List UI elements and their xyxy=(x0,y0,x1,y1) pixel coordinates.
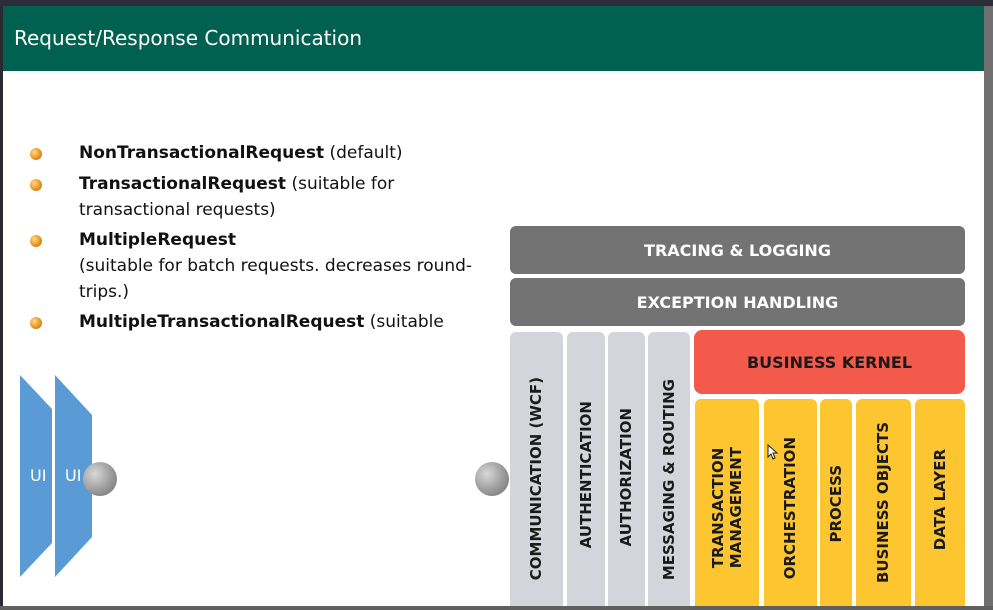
communication-wcf-column: COMMUNICATION (WCF) xyxy=(510,332,563,606)
ui-chevron-label: UI xyxy=(30,466,47,485)
bullet-text: (suitable for transactional requests) xyxy=(79,174,395,220)
bullet-list: NonTransactionalRequest (default) Transa… xyxy=(26,140,496,342)
column-label: ORCHESTRATION xyxy=(781,436,799,579)
bullet-item: TransactionalRequest (suitable for trans… xyxy=(26,171,496,223)
column-label: PROCESS xyxy=(827,464,845,542)
presentation-slide: Request/Response Communication NonTransa… xyxy=(3,6,984,606)
ui-chevron-label: UI xyxy=(65,466,82,485)
orange-sphere-bullet-icon xyxy=(30,235,42,247)
bullet-item: MultipleRequest (suitable for batch reque… xyxy=(26,227,496,305)
gray-sphere-connector-icon xyxy=(83,462,117,496)
window-top-edge xyxy=(0,0,993,6)
orchestration-column: ORCHESTRATION xyxy=(764,399,817,606)
bullet-term: TransactionalRequest xyxy=(79,174,287,194)
bullet-text: (suitable for batch requests. decreases … xyxy=(79,256,473,302)
business-kernel-bar: BUSINESS KERNEL xyxy=(694,330,965,394)
orange-sphere-bullet-icon xyxy=(30,317,42,329)
gray-sphere-connector-icon xyxy=(475,462,509,496)
column-label-line: TRANSACTION xyxy=(709,447,727,568)
window-bottom-edge xyxy=(0,606,993,610)
mouse-pointer-icon xyxy=(767,444,779,460)
bullet-item: MultipleTransactionalRequest (suitable xyxy=(26,309,496,335)
orange-sphere-bullet-icon xyxy=(30,179,42,191)
column-label: MESSAGING & ROUTING xyxy=(660,378,678,580)
column-label: AUTHENTICATION xyxy=(577,400,595,548)
process-column: PROCESS xyxy=(820,399,852,606)
business-objects-column: BUSINESS OBJECTS xyxy=(856,399,911,606)
column-label: AUTHORIZATION xyxy=(617,407,635,546)
column-label: DATA LAYER xyxy=(931,448,949,550)
authentication-column: AUTHENTICATION xyxy=(567,332,605,606)
bullet-term: MultipleRequest xyxy=(79,230,236,250)
bullet-term: NonTransactionalRequest xyxy=(79,143,325,163)
window-right-edge xyxy=(984,6,993,610)
bullet-text: (default) xyxy=(324,143,403,163)
tracing-logging-bar: TRACING & LOGGING xyxy=(510,226,965,274)
column-label: BUSINESS OBJECTS xyxy=(874,421,892,583)
bullet-term: MultipleTransactionalRequest xyxy=(79,312,365,332)
slide-title: Request/Response Communication xyxy=(14,26,363,50)
bullet-item: NonTransactionalRequest (default) xyxy=(26,140,496,166)
messaging-routing-column: MESSAGING & ROUTING xyxy=(648,332,690,606)
exception-handling-bar: EXCEPTION HANDLING xyxy=(510,278,965,326)
orange-sphere-bullet-icon xyxy=(30,148,42,160)
ui-chevron-shape xyxy=(20,375,92,577)
bullet-text: (suitable xyxy=(364,312,444,332)
authorization-column: AUTHORIZATION xyxy=(608,332,645,606)
slide-title-bar: Request/Response Communication xyxy=(3,6,984,71)
column-label-line: MANAGEMENT xyxy=(727,446,745,568)
column-label: COMMUNICATION (WCF) xyxy=(527,376,545,580)
data-layer-column: DATA LAYER xyxy=(915,399,965,606)
